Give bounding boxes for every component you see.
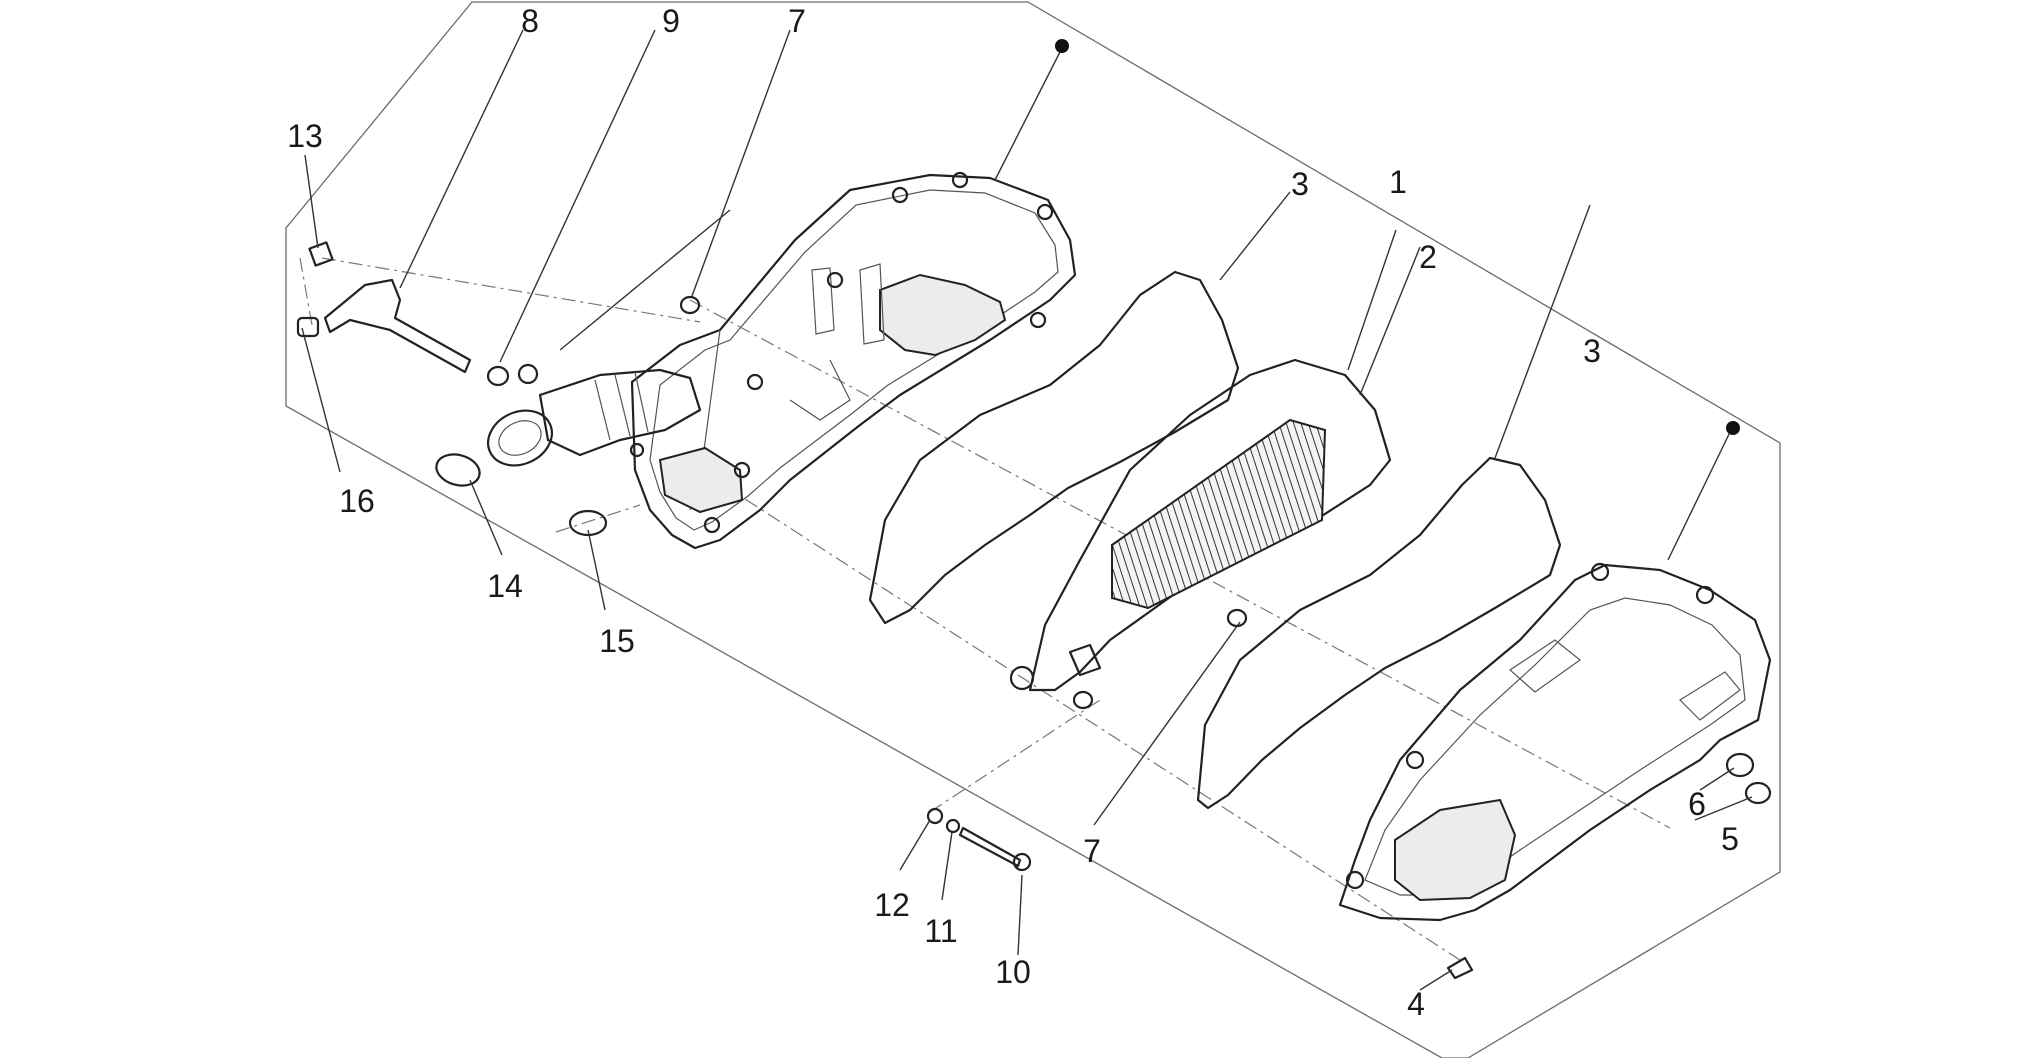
label-15: 15	[599, 623, 635, 659]
label-7-lower: 7	[1083, 833, 1101, 869]
airbox-cover-housing	[1338, 562, 1772, 922]
intake-duct	[487, 368, 702, 467]
gasket-front	[868, 270, 1240, 625]
label-16: 16	[339, 483, 375, 519]
gasket-rear	[1196, 456, 1562, 810]
label-12: 12	[874, 887, 910, 923]
label-3-rear: 3	[1583, 333, 1601, 369]
label-8: 8	[521, 3, 539, 39]
label-4: 4	[1407, 986, 1425, 1022]
label-11: 11	[924, 913, 957, 949]
hardware-parts	[296, 241, 1772, 980]
assembly-axes	[299, 257, 1671, 961]
label-5: 5	[1721, 821, 1739, 857]
airbox-base-housing	[629, 171, 1077, 550]
label-10: 10	[995, 954, 1031, 990]
kit-bullet	[1055, 39, 1069, 53]
label-7-top: 7	[788, 3, 806, 39]
kit-bullet	[1726, 421, 1740, 435]
label-3-front: 3	[1291, 166, 1309, 202]
air-filter-element	[1009, 358, 1392, 692]
leader-lines	[301, 29, 1753, 991]
label-13: 13	[287, 118, 323, 154]
label-6: 6	[1688, 786, 1706, 822]
label-14: 14	[487, 568, 523, 604]
label-1: 1	[1389, 164, 1407, 200]
assembly-frame	[285, 1, 1781, 1058]
label-9: 9	[662, 3, 680, 39]
callout-labels: 1 2 3 3 4 5 6 7 7 8 9 10 11 12 13 14 15 …	[287, 3, 1739, 1022]
label-2: 2	[1419, 239, 1437, 275]
